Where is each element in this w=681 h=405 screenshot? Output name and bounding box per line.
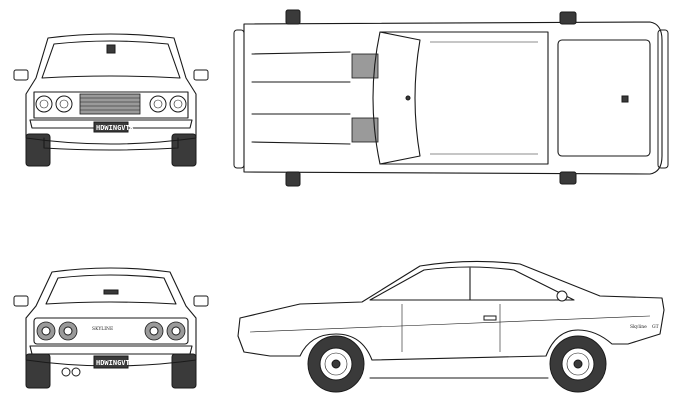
front-windshield (41, 40, 181, 79)
side-view: Skyline GT (237, 260, 665, 393)
front-bumper (29, 119, 193, 129)
front-headlight-left-inner (55, 95, 73, 113)
rear-license-plate (93, 355, 129, 369)
front-plate-text: HDWINGVTR (96, 124, 135, 132)
side-code-badge: GT (652, 324, 659, 330)
front-right-mirror (193, 69, 209, 81)
top-body-outline (243, 21, 663, 175)
rear-left-tire (25, 353, 51, 389)
rear-left-mirror (13, 295, 29, 307)
top-cabin-roof (372, 31, 549, 165)
side-script-badge: Skyline (630, 324, 647, 330)
side-fuel-cap (556, 290, 568, 302)
side-character-line (249, 315, 651, 333)
side-door-handle (483, 315, 497, 321)
front-left-mirror (13, 69, 29, 81)
rear-window (45, 274, 177, 305)
front-view: HDWINGVTR (13, 33, 209, 167)
rear-script-badge: SKYLINE (92, 326, 113, 332)
front-grille (79, 93, 141, 115)
top-front-right-tire (285, 171, 301, 187)
rear-right-tire (171, 353, 197, 389)
rear-tail-panel (33, 317, 189, 345)
rear-body-outline (25, 267, 197, 367)
top-trunk (557, 39, 651, 157)
top-windshield (379, 31, 421, 165)
rear-exhaust-left (61, 367, 71, 377)
front-grille-panel (33, 91, 189, 119)
top-rear-left-tire (559, 11, 577, 25)
side-greenhouse (369, 266, 575, 301)
top-front-bumper (233, 29, 245, 169)
front-headlight-right-outer (169, 95, 187, 113)
side-rear-wheel (549, 335, 607, 393)
side-body-outline (237, 260, 665, 361)
top-rear-right-tire (559, 171, 577, 185)
rear-view: SKYLINE HDWINGVTR (13, 267, 209, 389)
top-view (233, 9, 669, 187)
rear-right-mirror (193, 295, 209, 307)
top-roof-badge (405, 95, 411, 101)
rear-bumper (29, 345, 193, 355)
rear-window-badge (103, 289, 119, 295)
front-body-outline (25, 33, 197, 145)
rear-exhaust-right (71, 367, 81, 377)
top-rear-bumper (657, 29, 669, 169)
front-mirror-badge (106, 44, 116, 54)
rear-plate-text: HDWINGVTR (96, 359, 135, 367)
top-trunk-badge (621, 95, 629, 103)
front-headlight-left-outer (35, 95, 53, 113)
top-hood-lines (251, 51, 351, 145)
front-grille-bars (80, 97, 140, 111)
side-front-wheel (307, 335, 365, 393)
top-front-left-tire (285, 9, 301, 25)
front-license-plate (93, 121, 129, 133)
front-headlight-right-inner (149, 95, 167, 113)
